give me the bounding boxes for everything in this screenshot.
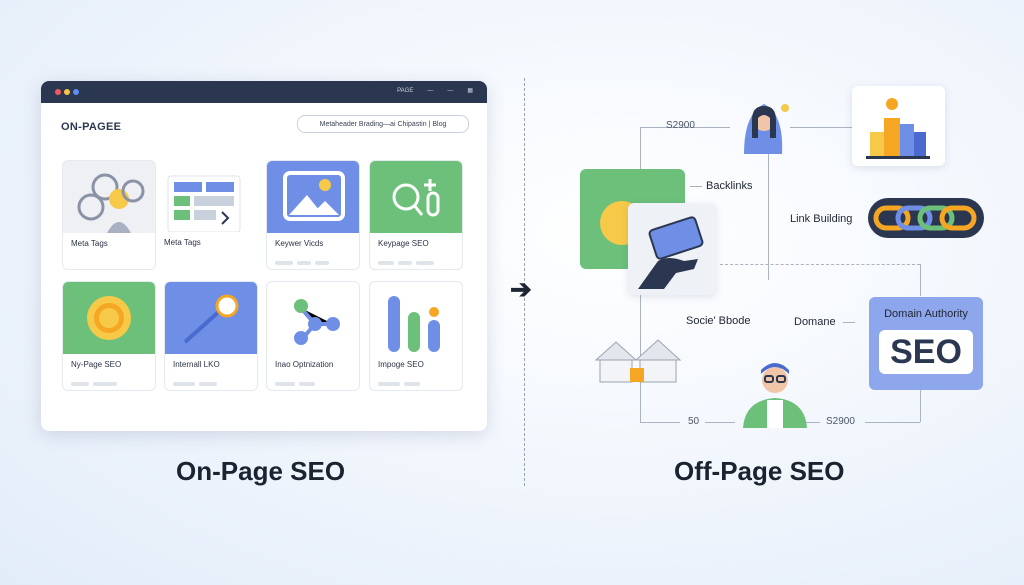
- card-internal-link[interactable]: Internall LKO: [164, 281, 258, 391]
- card-thumbnail: [63, 161, 155, 233]
- card-label: Meta Tags: [71, 239, 108, 248]
- card-label: Meta Tags: [164, 238, 201, 247]
- brand-logo: ON-PAGEE: [61, 121, 122, 133]
- people-gear-icon: [77, 173, 145, 233]
- connector-line: [790, 127, 852, 128]
- metric-value: S2900: [666, 120, 695, 131]
- seo-badge: SEO: [879, 330, 973, 374]
- connector-line: [720, 264, 920, 265]
- domain-authority-card: Domain Authority SEO: [869, 297, 983, 390]
- network-nodes-icon: [294, 299, 340, 345]
- card-meta-tags-2[interactable]: Meta Tags: [156, 160, 250, 270]
- card-ny-page-seo[interactable]: Ny-Page SEO: [62, 281, 156, 391]
- maximize-dot-icon[interactable]: [73, 89, 79, 95]
- close-dot-icon[interactable]: [55, 89, 61, 95]
- titlebar-controls: PAGE — — ▦: [397, 87, 473, 95]
- social-boost-label: Socie' Bbode: [686, 315, 751, 327]
- card-image-optimization[interactable]: Inao Optnization: [266, 281, 360, 391]
- titlebar-page-label: PAGE: [397, 87, 414, 94]
- bar-chart-icon: [388, 296, 440, 352]
- person-glasses-icon: [735, 356, 815, 428]
- connector-line: [640, 127, 730, 128]
- card-thumbnail: [370, 161, 462, 233]
- placeholder-lines: [63, 369, 155, 390]
- hand-card-icon: [628, 203, 716, 295]
- placeholder-lines: [370, 248, 462, 269]
- card-thumbnail: [63, 282, 155, 354]
- metric-value: S2900: [826, 416, 855, 427]
- target-icon: [87, 296, 131, 340]
- card-label: Impoge SEO: [378, 360, 424, 369]
- menu-icon[interactable]: —: [447, 87, 454, 94]
- card-thumbnail: [370, 282, 462, 354]
- card-label: Keypage SEO: [378, 239, 429, 248]
- connector-line: [843, 322, 855, 323]
- placeholder-lines: [267, 369, 359, 390]
- card-thumbnail: [156, 160, 250, 232]
- center-divider: [524, 78, 525, 486]
- card-label: Inao Optnization: [275, 360, 334, 369]
- connector-line: [640, 422, 680, 423]
- card-thumbnail: [267, 161, 359, 233]
- card-label: Keywer Vicds: [275, 239, 324, 248]
- image-icon: [283, 171, 345, 221]
- buildings-icon: [852, 86, 945, 166]
- card-label: Ny-Page SEO: [71, 360, 122, 369]
- card-keyword-vids[interactable]: Keywer Vicds: [266, 160, 360, 270]
- connector-line: [705, 422, 735, 423]
- card-meta-tags[interactable]: Meta Tags: [62, 160, 156, 270]
- person-icon: [730, 94, 792, 154]
- grid-icon[interactable]: ▦: [467, 88, 473, 94]
- link-building-label: Link Building: [790, 213, 853, 225]
- domane-label: Domane: [794, 316, 836, 328]
- connector-line: [865, 422, 920, 423]
- connector-line: [920, 390, 921, 422]
- arrow-right-icon: ➔: [510, 274, 532, 304]
- card-thumbnail: [165, 282, 257, 354]
- connector-line: [690, 186, 702, 187]
- search-bar[interactable]: Metaheader Brading—ai Chipastin | Blog: [297, 115, 469, 133]
- placeholder-lines: [165, 369, 257, 390]
- on-page-seo-title: On-Page SEO: [176, 456, 346, 486]
- card-keypage-seo[interactable]: Keypage SEO: [369, 160, 463, 270]
- card-label: Internall LKO: [173, 360, 220, 369]
- metric-value: 50: [688, 416, 700, 427]
- card-thumbnail: [267, 282, 359, 354]
- houses-icon: [592, 336, 684, 386]
- domain-authority-label: Domain Authority: [884, 308, 968, 320]
- link-arrow-icon: [183, 294, 239, 344]
- minimize-dot-icon[interactable]: [64, 89, 70, 95]
- backlinks-label: Backlinks: [706, 180, 753, 192]
- table-icon: [167, 175, 241, 232]
- placeholder-lines: [370, 369, 462, 390]
- menu-icon[interactable]: —: [427, 87, 434, 94]
- chain-link-icon: [868, 198, 984, 238]
- on-page-window: PAGE — — ▦ ON-PAGEE Metaheader Brading—a…: [41, 81, 487, 431]
- magnifier-icon: [392, 179, 440, 217]
- window-titlebar: PAGE — — ▦: [41, 81, 487, 103]
- off-page-seo-title: Off-Page SEO: [674, 456, 845, 486]
- connector-line: [768, 150, 769, 280]
- placeholder-lines: [267, 248, 359, 269]
- card-image-seo[interactable]: Impoge SEO: [369, 281, 463, 391]
- connector-line: [920, 264, 921, 296]
